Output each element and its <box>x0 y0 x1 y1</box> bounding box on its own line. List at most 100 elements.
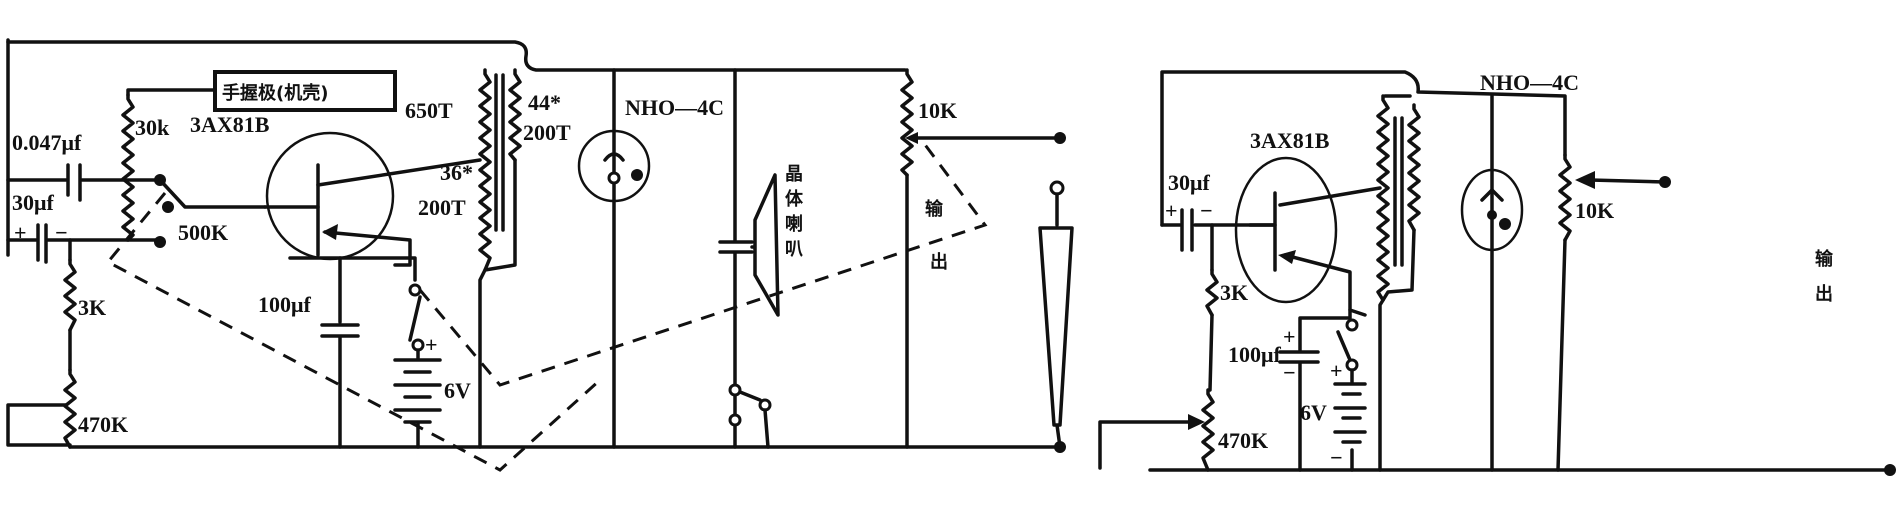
output-label-char: 出 <box>1815 283 1833 305</box>
crystal-speaker-icon <box>750 173 780 317</box>
wire <box>1248 186 1382 317</box>
battery-6v <box>393 348 442 449</box>
wiper-arrow-icon <box>905 132 918 144</box>
speaker-label-char: 叭 <box>785 239 803 260</box>
lamp-electrode <box>631 169 643 181</box>
cap-minus: − <box>1200 198 1213 223</box>
battery-plus: + <box>1330 358 1343 383</box>
lamp-label: NHO—4C <box>625 95 724 120</box>
cap-minus: − <box>55 220 68 245</box>
potentiometer-470k <box>63 368 77 449</box>
potentiometer-10k <box>1558 153 1572 242</box>
capacitor-100uf <box>320 256 360 449</box>
speaker-label-char: 体 <box>785 188 804 210</box>
top-rail <box>1160 70 1567 227</box>
res-30k-label: 30k <box>135 115 170 140</box>
lamp-electrode <box>1499 218 1511 230</box>
transformer-secondary <box>1407 103 1421 232</box>
transistor-3ax81b <box>1234 156 1338 304</box>
zigzag <box>900 68 914 177</box>
capacitor-30uf <box>1180 208 1194 252</box>
transformer-primary <box>478 68 492 272</box>
cap-minus: − <box>1283 360 1296 385</box>
resistor-3k <box>1205 268 1219 317</box>
feedback-turns-label: 200T <box>418 195 466 220</box>
top-rail <box>6 40 907 72</box>
cap-100uf-label: 100μf <box>1228 342 1281 367</box>
cap-plus: + <box>1165 198 1178 223</box>
handle-electrode-label: 手握极(机壳) <box>222 82 328 104</box>
output-label-char: 输 <box>1815 248 1834 270</box>
output-terminal <box>1659 176 1671 188</box>
battery-minus: − <box>1330 445 1343 470</box>
zigzag <box>1376 94 1390 302</box>
wire <box>905 136 1062 449</box>
lamp-electrode <box>607 171 621 185</box>
cap-plus: + <box>1283 324 1296 349</box>
battery-label: 6V <box>1300 400 1327 425</box>
neon-lamp-nho4c <box>1460 168 1524 252</box>
zigzag <box>1205 268 1219 317</box>
cap-30uf-label: 30μf <box>1168 170 1210 195</box>
neon-lamp-nho4c <box>577 129 651 203</box>
transistor-label: 3AX81B <box>1250 128 1330 153</box>
emitter-arrow-icon <box>322 224 338 240</box>
pot-470k-label: 470K <box>78 412 128 437</box>
cap-0047-label: 0.047μf <box>12 130 82 155</box>
terminal <box>154 236 166 248</box>
probe-icon <box>1038 180 1074 449</box>
wire <box>6 403 72 447</box>
primary-turns-label: 650T <box>405 98 453 123</box>
zigzag <box>121 93 135 242</box>
resistor-30k <box>121 93 135 242</box>
pot-10k-label: 10K <box>1575 198 1614 223</box>
transformer-secondary <box>508 68 522 162</box>
right-circuit: 30μf + − 3K 470K 3AX81B 100μf + − + 6V − <box>1098 70 1896 476</box>
secondary-wire-label: 44* <box>528 90 561 115</box>
wire <box>478 158 517 449</box>
switch-terminal <box>408 283 422 297</box>
potentiometer-470k <box>1201 388 1215 472</box>
pot-10k-label: 10K <box>918 98 957 123</box>
potentiometer-10k <box>900 68 914 177</box>
pot-500k-label: 500K <box>178 220 228 245</box>
zigzag <box>1407 103 1421 232</box>
wire <box>158 178 267 209</box>
emitter-arrow-icon <box>1278 250 1296 264</box>
capacitor-30uf <box>36 223 48 264</box>
speaker-label-char: 晶 <box>785 164 803 185</box>
output-terminal <box>1884 464 1896 476</box>
zigzag <box>63 368 77 449</box>
wire <box>763 408 770 449</box>
left-circuit: 手握极(机壳) 30k 0.047μf 30μf + − 500K 3K 470… <box>6 38 1074 472</box>
wiper-arrow-icon <box>1575 171 1595 189</box>
zigzag <box>1201 388 1215 472</box>
transformer-primary <box>1376 94 1390 302</box>
transformer-core <box>494 73 505 232</box>
lamp-electrode <box>1480 188 1504 202</box>
speaker-label-char: 喇 <box>785 214 803 235</box>
power-switch <box>1336 330 1352 362</box>
wire <box>1208 313 1214 392</box>
switch-terminal <box>728 413 742 427</box>
res-3k-label: 3K <box>78 295 106 320</box>
resistor-3k <box>63 258 77 332</box>
zigzag <box>478 68 492 272</box>
cap-plus: + <box>14 220 27 245</box>
pot-470k-label: 470K <box>1218 428 1268 453</box>
wire <box>1378 228 1416 472</box>
battery-label: 6V <box>444 378 471 403</box>
transformer-core <box>1393 116 1404 267</box>
cap-100uf-label: 100μf <box>258 292 311 317</box>
switch-terminal <box>1345 318 1359 332</box>
capacitor-0047 <box>66 163 82 202</box>
power-switch <box>408 295 422 342</box>
cap-30uf-label: 30μf <box>12 190 54 215</box>
lamp-electrode <box>1487 210 1497 220</box>
battery-plus: + <box>425 332 438 357</box>
transistor-label: 3AX81B <box>190 112 270 137</box>
res-3k-label: 3K <box>1220 280 1248 305</box>
output-terminal <box>1054 132 1066 144</box>
output-label-char: 出 <box>930 251 948 273</box>
